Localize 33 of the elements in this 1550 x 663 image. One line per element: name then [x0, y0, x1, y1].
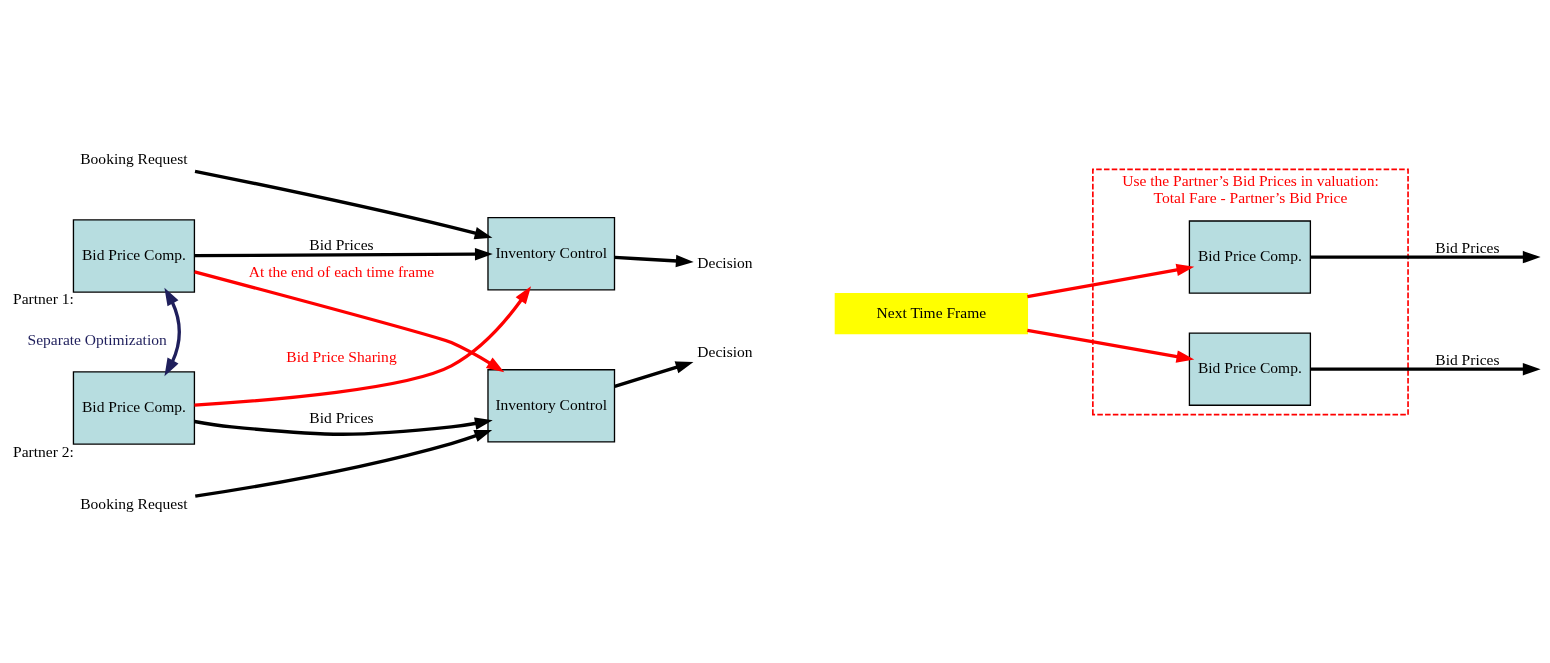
node-text: Booking Request [80, 494, 188, 512]
node-label: Partner 1: [13, 289, 74, 307]
node-label: Partner 2: [13, 442, 74, 460]
node-box: Next Time Frame [834, 292, 1029, 334]
node-text: Decision [697, 253, 753, 271]
arrow [1310, 250, 1541, 263]
arrow [194, 169, 493, 239]
edge-label: Bid Price Sharing [286, 347, 397, 365]
node-box: Bid Price Comp. [1188, 331, 1312, 406]
node-box: Inventory Control [487, 216, 616, 290]
arrow [194, 269, 505, 372]
edge-label: Bid Prices [1435, 350, 1500, 368]
arrow [614, 254, 694, 267]
node-box: Bid Price Comp. [72, 218, 196, 293]
edge-label: Separate Optimization [27, 330, 167, 348]
arrow [1310, 362, 1541, 375]
edge-label: Bid Prices [309, 235, 374, 253]
edge-label: At the end of each time frame [248, 262, 435, 280]
node-box: Bid Price Comp. [72, 370, 196, 445]
node-box: Bid Price Comp. [1188, 219, 1312, 294]
arrow [614, 360, 694, 388]
edge-label: Bid Prices [309, 408, 374, 426]
arrow [164, 287, 181, 376]
arrow [194, 416, 493, 436]
arrow [194, 285, 532, 407]
arrow [1027, 263, 1195, 298]
edge-label: Bid Prices [1435, 238, 1500, 256]
node-box: Inventory Control [487, 368, 616, 443]
node-text: Booking Request [80, 149, 188, 167]
node-text: Decision [697, 342, 753, 360]
arrow [195, 429, 493, 498]
arrow [1027, 328, 1195, 363]
arrow [194, 247, 493, 260]
